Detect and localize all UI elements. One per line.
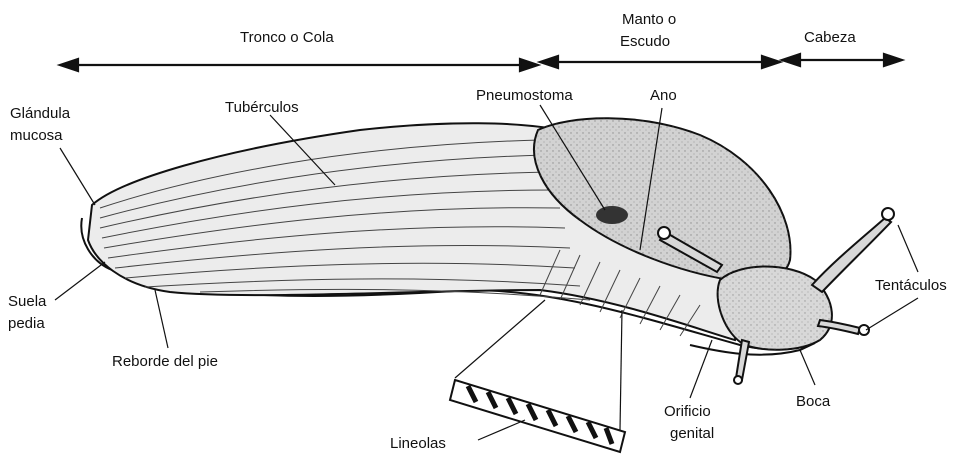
label-mantle-2: Escudo — [620, 33, 670, 50]
leader-tentacle-upper — [898, 225, 918, 272]
leader-lineolas-a — [455, 300, 545, 378]
leader-pedal-sole — [55, 262, 105, 300]
leader-mouth — [800, 350, 815, 385]
leader-lineolas-label — [478, 420, 525, 440]
leader-tentacle-lower — [866, 298, 918, 330]
label-pedal-sole-1: Suela — [8, 293, 47, 310]
slug-illustration — [81, 118, 894, 452]
pneumostome-opening — [596, 206, 628, 224]
leader-genital-pore — [690, 340, 712, 398]
label-anus: Ano — [650, 87, 677, 104]
leader-mucous-gland — [60, 148, 95, 205]
label-pedal-sole-2: pedia — [8, 315, 45, 332]
label-foot-rim: Reborde del pie — [112, 353, 218, 370]
label-tentacles: Tentáculos — [875, 277, 947, 294]
label-lineolas: Lineolas — [390, 435, 446, 452]
label-trunk: Tronco o Cola — [240, 29, 334, 46]
lineolas-inset — [450, 380, 625, 452]
leader-foot-rim — [155, 290, 168, 348]
leader-lineolas-b — [620, 310, 622, 430]
region-arrows — [60, 54, 902, 71]
label-mouth: Boca — [796, 393, 831, 410]
label-mantle-1: Manto o — [622, 11, 676, 28]
label-genital-pore-1: Orificio — [664, 403, 711, 420]
label-genital-pore-2: genital — [670, 425, 714, 442]
label-mucous-gland-1: Glándula — [10, 105, 71, 122]
label-mucous-gland-2: mucosa — [10, 127, 63, 144]
label-tubercles: Tubérculos — [225, 99, 299, 116]
label-pneumostome: Pneumostoma — [476, 87, 573, 104]
label-head: Cabeza — [804, 29, 856, 46]
